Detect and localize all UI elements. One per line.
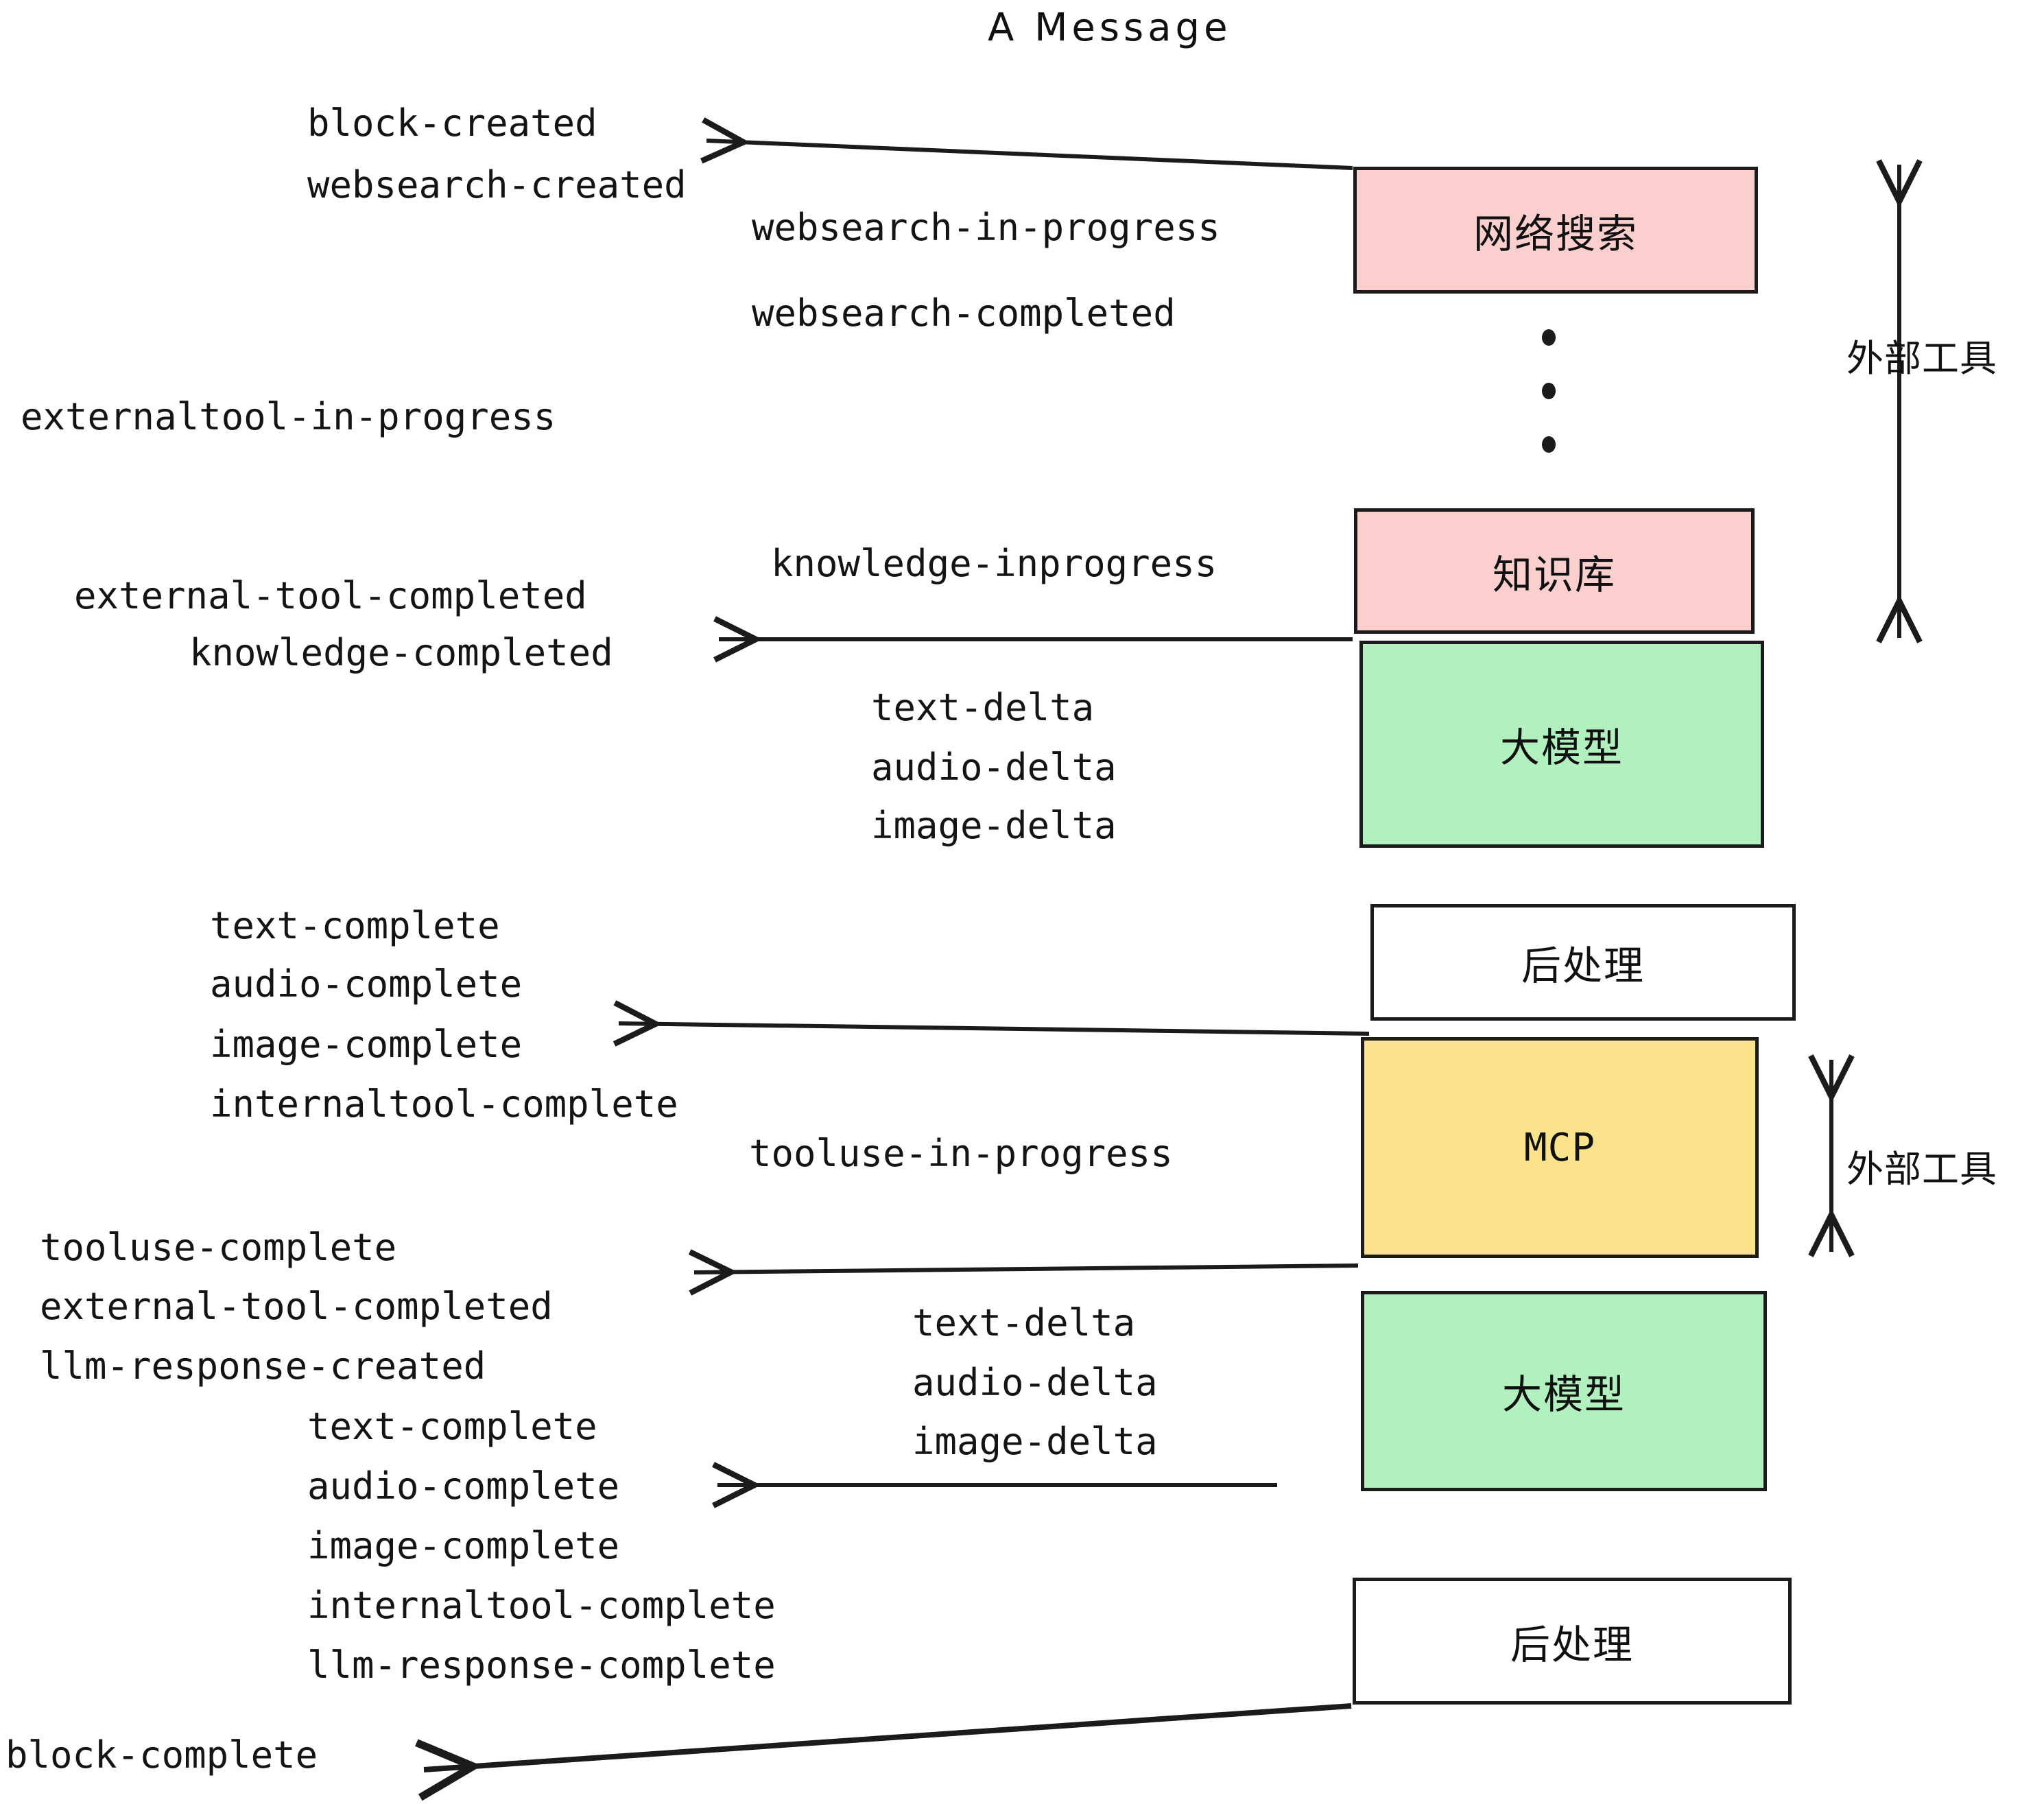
label-external-tools-top: 外部工具 [1846,337,1997,380]
node-llm-bottom[interactable]: 大模型 [1361,1291,1767,1491]
arrow-tooluse-complete [694,1266,1359,1272]
event-label-audio-delta-1: audio-delta [871,746,1117,789]
node-llm-bottom-label: 大模型 [1501,1371,1626,1418]
event-label-tooluse-in-progress: tooluse-in-progress [749,1132,1173,1175]
event-label-audio-complete-1: audio-complete [210,962,523,1006]
event-label-audio-complete-2: audio-complete [307,1464,620,1508]
event-label-image-delta-1: image-delta [871,804,1117,847]
event-label-internaltool-complete-1: internaltool-complete [210,1082,678,1126]
node-knowledge-base[interactable]: 知识库 [1354,508,1755,634]
event-label-text-delta-2: text-delta [912,1301,1136,1344]
event-label-image-delta-2: image-delta [912,1420,1158,1463]
event-label-websearch-in-progress: websearch-in-progress [752,206,1220,249]
event-label-text-complete-1: text-complete [210,904,500,947]
event-label-audio-delta-2: audio-delta [912,1361,1158,1404]
event-label-websearch-created: websearch-created [307,163,687,206]
arrow-image-complete [619,1023,1370,1034]
node-knowledge-base-label: 知识库 [1492,551,1616,598]
node-postprocess-top-label: 后处理 [1521,942,1645,989]
event-label-websearch-completed: websearch-completed [752,292,1176,335]
event-label-external-tool-completed-1: external-tool-completed [74,574,587,617]
node-postprocess-bottom-label: 后处理 [1510,1621,1634,1668]
event-label-llm-response-created: llm-response-created [40,1344,486,1388]
node-websearch[interactable]: 网络搜索 [1353,167,1758,294]
event-label-text-complete-2: text-complete [307,1405,597,1448]
label-external-tools-bottom: 外部工具 [1846,1148,1997,1191]
node-llm-top-label: 大模型 [1499,724,1624,771]
event-label-block-created: block-created [307,102,597,145]
event-label-knowledge-completed: knowledge-completed [189,631,613,674]
event-label-llm-response-complete: llm-response-complete [307,1643,776,1687]
node-mcp-label: MCP [1523,1125,1596,1170]
event-label-internaltool-complete-2: internaltool-complete [307,1584,776,1627]
node-llm-top[interactable]: 大模型 [1359,641,1764,848]
vertical-ellipsis-icon [1541,329,1557,453]
event-label-knowledge-inprogress: knowledge-inprogress [771,542,1217,585]
page-title: A Message [988,5,1232,50]
event-label-text-delta-1: text-delta [871,686,1095,729]
node-mcp[interactable]: MCP [1361,1037,1759,1258]
event-label-externaltool-in-progress: externaltool-in-progress [21,395,556,438]
event-label-tooluse-complete: tooluse-complete [40,1226,397,1269]
event-label-external-tool-completed-2: external-tool-completed [40,1285,553,1328]
node-websearch-label: 网络搜索 [1473,210,1638,257]
event-label-block-complete: block-complete [5,1733,318,1777]
event-label-image-complete-1: image-complete [210,1023,523,1066]
event-label-image-complete-2: image-complete [307,1524,620,1567]
arrow-websearch-created [706,141,1353,170]
node-postprocess-top[interactable]: 后处理 [1370,904,1796,1021]
node-postprocess-bottom[interactable]: 后处理 [1353,1578,1792,1705]
arrow-block-complete [424,1703,1352,1770]
